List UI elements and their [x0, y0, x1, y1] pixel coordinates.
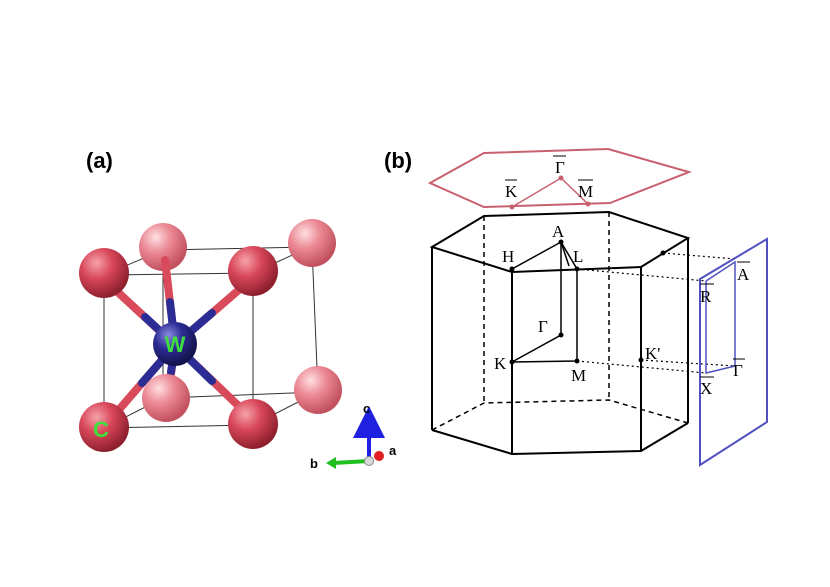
carbon-atom: [228, 246, 278, 296]
kpoint-L: L: [573, 247, 583, 266]
axis-b-label: b: [310, 456, 318, 471]
axis-c-label: c: [363, 401, 370, 416]
carbon-label: C: [93, 417, 109, 442]
carbon-atom: [142, 374, 190, 422]
axis-b-arrow: [332, 459, 370, 465]
axis-a-label: a: [389, 443, 397, 458]
kpoint-k-bar: K: [505, 182, 518, 201]
carbon-atom: [79, 402, 129, 452]
kpoint-gamma-bar-top: Γ: [555, 158, 565, 177]
tungsten-atom: [153, 322, 197, 366]
axis-b-head: [326, 457, 336, 469]
kpoint-K-prime: K': [645, 344, 660, 363]
axis-triad: c b a: [310, 401, 397, 471]
unit-cell-edges: [103, 246, 319, 429]
axis-origin: [364, 456, 374, 466]
kpoint-m-bar: M: [578, 182, 593, 201]
kpoint-H: H: [502, 247, 514, 266]
panel-label-b: (b): [384, 148, 412, 173]
kpath: [511, 240, 578, 363]
axis-a-arrow: [374, 451, 384, 461]
kpoint-A-bar: A: [737, 265, 750, 284]
kpoint-Gamma: Γ: [538, 317, 548, 336]
kpoint-M: M: [571, 366, 586, 385]
kpoint-K: K: [494, 354, 507, 373]
panel-label-a: (a): [86, 148, 113, 173]
carbon-atom: [79, 248, 129, 298]
tungsten-label: W: [165, 332, 186, 357]
kpoint-Gamma-bar-side: Γ: [733, 361, 743, 380]
carbon-atom: [294, 366, 342, 414]
kpoint-A: A: [552, 222, 565, 241]
kpoint-R-bar: R: [700, 287, 712, 306]
carbon-atom: [228, 399, 278, 449]
carbon-atom: [288, 219, 336, 267]
carbon-atom: [139, 223, 187, 271]
top-surface-bz: Γ K M: [427, 147, 693, 210]
kpoint-X-bar: X: [700, 379, 712, 398]
side-surface-bz: A R Γ X: [699, 237, 768, 467]
projection-lines: [576, 252, 736, 374]
crystal-structure: W C: [79, 219, 342, 452]
